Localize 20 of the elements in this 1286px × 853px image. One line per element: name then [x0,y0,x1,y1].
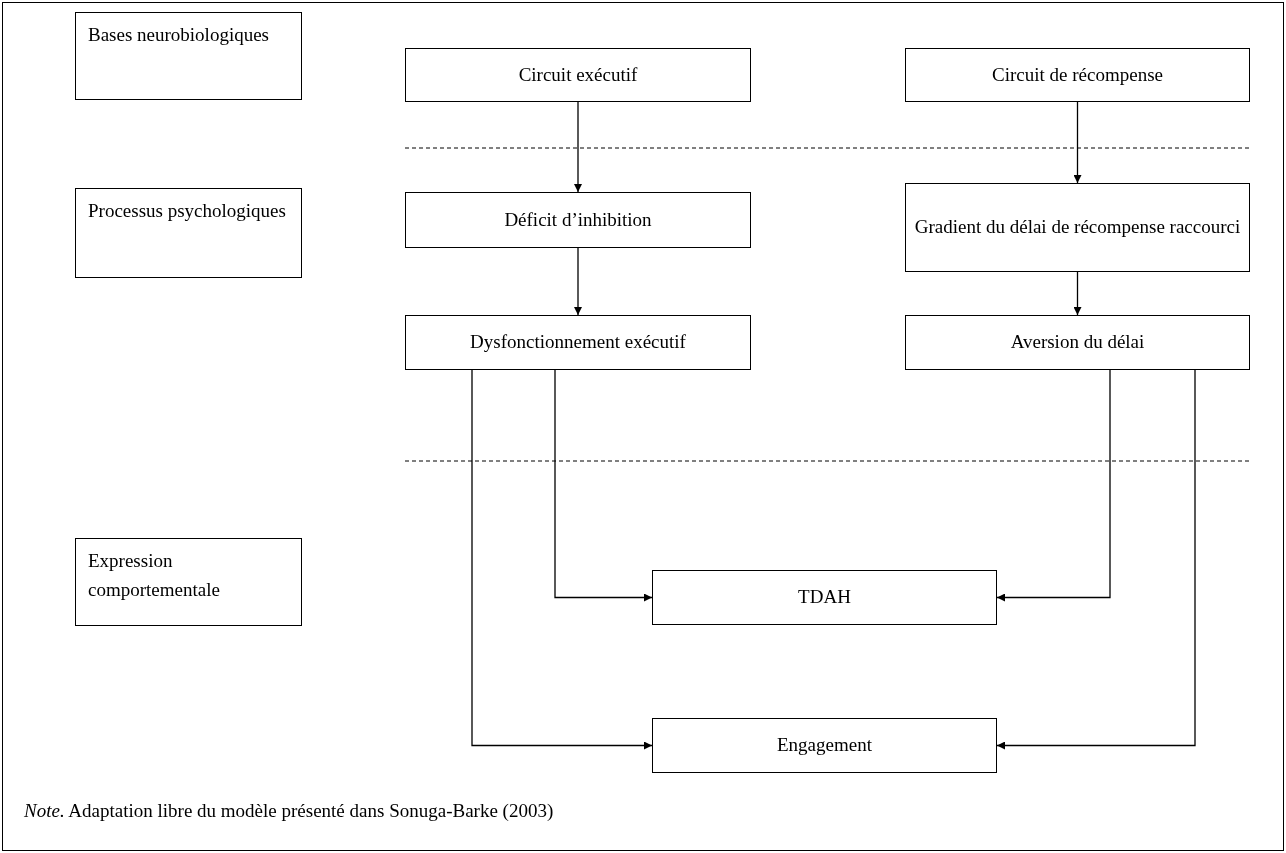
process-box: Gradient du délai de récompense raccourci [905,183,1250,272]
arrow [574,247,582,316]
arrow [471,369,653,750]
process-box: Dysfonctionnement exécutif [405,315,751,370]
process-box: Déficit d’inhibition [405,192,751,248]
arrow [996,369,1196,750]
caption: Note. Adaptation libre du modèle présenté dans Sonuga-Barke (2003) [24,800,554,822]
arrow [574,101,582,193]
process-box: Circuit de récompense [905,48,1250,102]
process-box: Circuit exécutif [405,48,751,102]
process-box: Aversion du délai [905,315,1250,370]
level-label-box: Bases neurobiologiques [75,12,302,100]
level-label-box: Expression comportementale [75,538,302,626]
level-label-box: Processus psychologiques [75,188,302,278]
process-box: Engagement [652,718,997,773]
arrow [1073,101,1082,184]
arrow [554,369,653,602]
process-box: TDAH [652,570,997,625]
arrow [996,369,1111,602]
arrow [1073,271,1082,316]
